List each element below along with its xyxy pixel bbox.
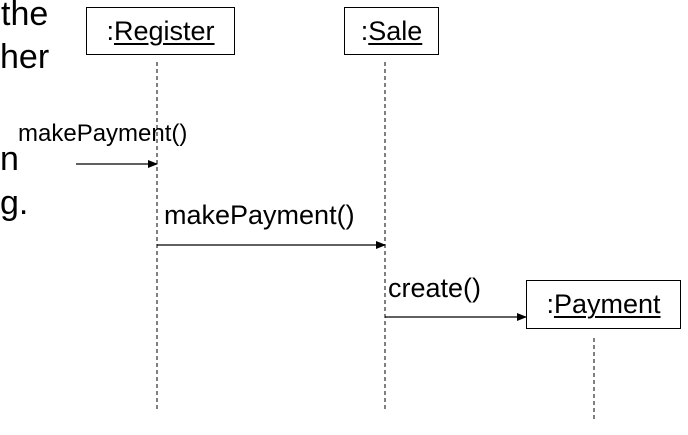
object-payment-name: Payment xyxy=(553,289,661,319)
object-register-prefix: : xyxy=(106,15,114,46)
object-payment-prefix: : xyxy=(546,289,554,319)
message-label-create: create() xyxy=(388,273,482,303)
object-register-name: Register xyxy=(113,15,215,46)
background-text-fragment-3: n xyxy=(0,140,19,178)
object-box-sale: :Sale xyxy=(344,7,439,55)
background-text-fragment-2: her xyxy=(0,38,50,76)
object-sale-prefix: : xyxy=(360,15,369,46)
message-label-register-to-sale: makePayment() xyxy=(164,200,355,230)
object-box-register: :Register xyxy=(86,7,235,55)
background-text-fragment-1: the xyxy=(1,0,49,33)
object-box-payment: :Payment xyxy=(526,280,681,329)
object-sale-name: Sale xyxy=(368,15,423,46)
background-text-fragment-4: g. xyxy=(0,184,29,222)
message-label-found-makepayment: makePayment() xyxy=(18,120,188,147)
